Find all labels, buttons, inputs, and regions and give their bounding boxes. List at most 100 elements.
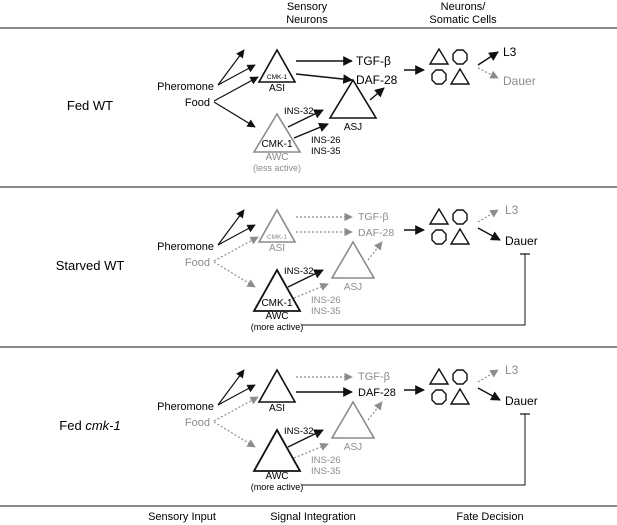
- pheromone-arrow-up: [217, 369, 245, 406]
- asi-label: ASI: [269, 83, 285, 94]
- asi-neuron-triangle: [257, 368, 297, 403]
- awc-cmk1-label: CMK-1: [261, 139, 293, 150]
- ins32-arrow: [287, 429, 324, 448]
- cell-octagon-top: [452, 209, 468, 225]
- awc-label: AWC: [266, 471, 289, 482]
- ins35-label: INS-35: [311, 146, 341, 157]
- somatic-cells-group: [428, 47, 471, 85]
- dauer-outcome: Dauer: [503, 74, 536, 88]
- cells-to-dauer-arrow: [477, 387, 501, 401]
- dauer-outcome: Dauer: [505, 234, 538, 248]
- asj-label: ASJ: [344, 282, 362, 293]
- condition-label: Fed cmk-1: [59, 418, 120, 433]
- cell-octagon-top: [452, 369, 468, 385]
- awc-activity-note: (more active): [251, 482, 304, 492]
- condition-label: Starved WT: [56, 258, 125, 273]
- asj-neuron-triangle: [330, 240, 376, 279]
- pheromone-label: Pheromone: [157, 401, 214, 413]
- awc-neuron-triangle: [252, 268, 302, 312]
- tgf-beta-label: TGF-β: [358, 211, 389, 223]
- pheromone-arrow-asi: [217, 384, 256, 406]
- header-sensory-neurons-line2: Neurons: [286, 14, 328, 26]
- cell-triangle-top: [428, 207, 450, 225]
- pheromone-arrow-asi: [217, 64, 256, 86]
- ins32-arrow: [287, 109, 324, 128]
- asj-neuron-triangle: [330, 400, 376, 439]
- asi-neuron-triangle: [257, 208, 297, 243]
- header-sensory-neurons-line1: Sensory: [287, 1, 328, 13]
- ins32-label: INS-32: [284, 106, 314, 117]
- cell-octagon-bottom: [431, 229, 447, 245]
- footer-sensory-input: Sensory Input: [148, 511, 216, 523]
- ins32-label: INS-32: [284, 266, 314, 277]
- ins35-label: INS-35: [311, 466, 341, 477]
- cells-to-dauer-arrow: [477, 227, 501, 241]
- cell-octagon-bottom: [431, 389, 447, 405]
- tgf-beta-label: TGF-β: [356, 54, 391, 68]
- pheromone-arrow-up: [217, 49, 245, 86]
- l3-outcome: L3: [503, 45, 517, 59]
- food-arrow-asi: [213, 236, 259, 262]
- pheromone-label: Pheromone: [157, 81, 214, 93]
- asj-neuron-triangle: [328, 78, 378, 119]
- cell-octagon-top: [452, 49, 468, 65]
- food-arrow-asi: [213, 76, 259, 102]
- panel-fed-wt: Fed WT Pheromone Food CMK-1 ASI TGF-β DA…: [67, 45, 536, 173]
- food-arrow-awc: [213, 261, 256, 288]
- food-arrow-awc: [213, 421, 256, 448]
- food-label: Food: [185, 257, 210, 269]
- dauer-outcome: Dauer: [505, 394, 538, 408]
- awc-activity-note: (less active): [253, 163, 301, 173]
- awc-neuron-triangle: [252, 112, 302, 153]
- cell-triangle-top: [428, 47, 450, 65]
- asj-to-daf-arrow: [367, 401, 383, 421]
- awc-activity-note: (more active): [251, 322, 304, 332]
- ins26-label: INS-26: [311, 455, 341, 466]
- pheromone-arrow-up: [217, 209, 245, 246]
- cell-triangle-bottom: [449, 387, 471, 405]
- condition-label: Fed WT: [67, 98, 113, 113]
- asi-label: ASI: [269, 403, 285, 414]
- l3-outcome: L3: [505, 203, 519, 217]
- awc-label: AWC: [266, 152, 289, 163]
- cell-octagon-bottom: [431, 69, 447, 85]
- food-label: Food: [185, 417, 210, 429]
- asi-label: ASI: [269, 243, 285, 254]
- asj-to-daf-arrow: [367, 241, 383, 261]
- ins32-label: INS-32: [284, 426, 314, 437]
- asj-label: ASJ: [344, 122, 362, 133]
- tgf-beta-label: TGF-β: [358, 371, 390, 383]
- asj-label: ASJ: [344, 442, 362, 453]
- awc-to-dauer-inhibition-line: [302, 414, 526, 486]
- awc-neuron-triangle: [252, 428, 302, 472]
- asi-to-daf-arrow: [295, 73, 353, 84]
- asi-neuron-triangle: [257, 48, 297, 83]
- ins35-label: INS-35: [311, 306, 341, 317]
- cell-triangle-bottom: [449, 67, 471, 85]
- asi-cmk1-label: CMK-1: [267, 234, 288, 241]
- cell-triangle-top: [428, 367, 450, 385]
- pheromone-label: Pheromone: [157, 241, 214, 253]
- l3-outcome: L3: [505, 363, 519, 377]
- asi-cmk1-label: CMK-1: [267, 74, 288, 81]
- awc-cmk1-label: CMK-1: [261, 298, 293, 309]
- food-label: Food: [185, 97, 210, 109]
- somatic-cells-group: [428, 207, 471, 245]
- food-arrow-awc: [213, 101, 256, 128]
- footer-signal-integration: Signal Integration: [270, 511, 356, 523]
- somatic-cells-group: [428, 367, 471, 405]
- footer-fate-decision: Fate Decision: [456, 511, 523, 523]
- header-somatic-line1: Neurons/: [441, 1, 487, 13]
- cells-to-l3-arrow: [477, 51, 499, 66]
- panel-fed-cmk1: Fed cmk-1 Pheromone Food ASI TGF-β DAF-2…: [59, 363, 537, 492]
- header-somatic-line2: Somatic Cells: [429, 14, 497, 26]
- cells-to-l3-arrow: [477, 369, 499, 383]
- ins32-arrow: [287, 269, 324, 288]
- cell-triangle-bottom: [449, 227, 471, 245]
- awc-to-dauer-inhibition-line: [302, 254, 526, 326]
- awc-label: AWC: [266, 311, 289, 322]
- panel-starved-wt: Starved WT Pheromone Food CMK-1 ASI TGF-…: [56, 203, 538, 332]
- ins26-arrow: [293, 122, 329, 139]
- daf28-label: DAF-28: [356, 73, 398, 87]
